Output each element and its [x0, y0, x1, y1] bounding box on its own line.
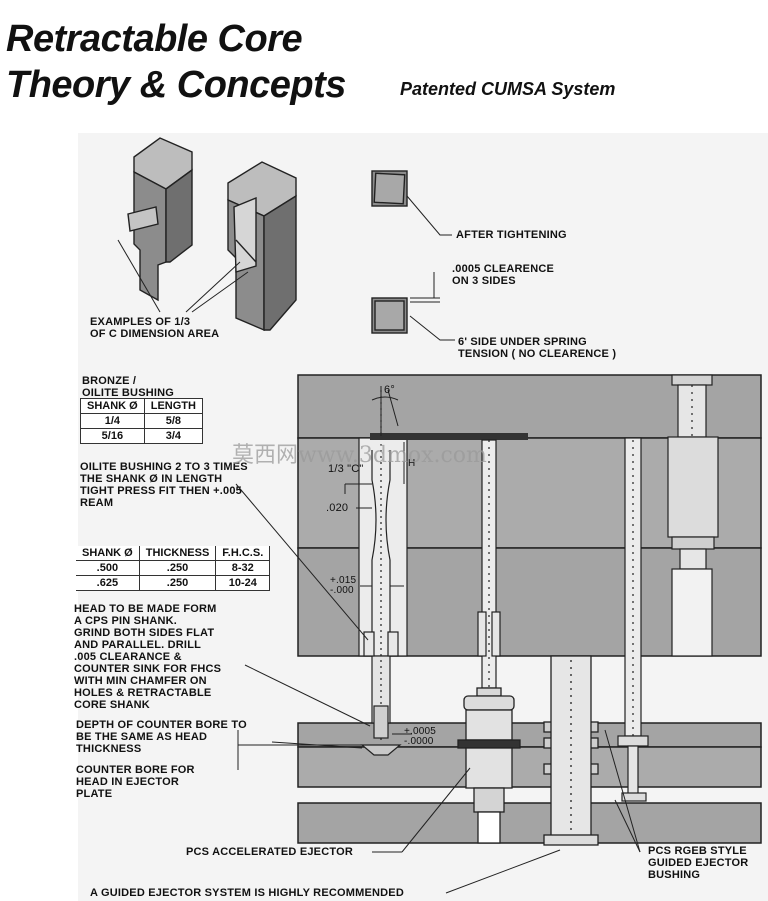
fhcs-table: SHANK Ø THICKNESS F.H.C.S. .500 .250 8-3… [76, 546, 271, 591]
right-ejector-pin [617, 437, 649, 802]
square-clearance [371, 272, 455, 341]
pcs-accelerated-label: PCS ACCELERATED EJECTOR [186, 846, 353, 858]
table-cell: .500 [76, 560, 140, 576]
dim-third-c: 1/3 "C" [328, 463, 364, 475]
table-cell: 5/16 [80, 428, 145, 444]
center-ejector-pin [477, 439, 501, 689]
square-after-tightening [371, 170, 452, 236]
bronze-bushing-label: BRONZE / OILITE BUSHING [82, 375, 175, 399]
retractable-core [360, 390, 402, 756]
table-cell: 8-32 [215, 560, 271, 576]
iso-example-2 [227, 161, 297, 332]
table-cell: .250 [139, 575, 217, 591]
pcs-rgeb-label: PCS RGEB STYLE GUIDED EJECTOR BUSHING [648, 845, 749, 881]
pcs-accelerated-ejector [457, 687, 521, 844]
bushing-header-shank: SHANK Ø [80, 398, 145, 414]
table-cell: 5/8 [143, 413, 203, 429]
table-cell: 10-24 [215, 575, 271, 591]
depth-note: DEPTH OF COUNTER BORE TO BE THE SAME AS … [76, 719, 247, 755]
core-bar [370, 433, 528, 440]
table-cell: .625 [76, 575, 140, 591]
bushing-table: SHANK Ø LENGTH 1/4 5/8 5/16 3/4 [80, 398, 203, 444]
subtitle: Patented CUMSA System [400, 79, 616, 99]
dim-angle: 6° [384, 384, 395, 396]
leader-lines [235, 483, 641, 894]
watermark: 莫西网www.3dmox.com [232, 443, 487, 468]
title-line-1: Retractable Core [6, 18, 303, 60]
recommend-label: A GUIDED EJECTOR SYSTEM IS HIGHLY RECOMM… [90, 887, 404, 899]
table-cell: .250 [139, 560, 217, 576]
guided-ejector-bushing [543, 655, 599, 846]
clearance-label: .0005 CLEARENCE ON 3 SIDES [452, 263, 555, 287]
core-cavity [358, 437, 408, 657]
table-cell: 1/4 [80, 413, 145, 429]
title-line-2: Theory & Concepts [6, 64, 346, 106]
fhcs-header-thickness: THICKNESS [139, 546, 217, 561]
examples-label: EXAMPLES OF 1/3 OF C DIMENSION AREA [90, 316, 220, 340]
shoulder-bolt [667, 374, 719, 657]
bushing-header-length: LENGTH [143, 398, 203, 414]
iso-example-1 [127, 137, 193, 302]
dim-0005-top: +.0005 [404, 726, 437, 737]
oilite-note: OILITE BUSHING 2 TO 3 TIMES THE SHANK Ø … [80, 461, 248, 509]
counter-bore-note: COUNTER BORE FOR HEAD IN EJECTOR PLATE [76, 764, 195, 800]
dim-015-bot: -.000 [330, 585, 354, 596]
fhcs-header-fhcs: F.H.C.S. [215, 546, 271, 561]
fhcs-header-shank: SHANK Ø [76, 546, 140, 561]
after-tightening-label: AFTER TIGHTENING [456, 229, 567, 241]
examples-leaders [117, 239, 249, 313]
dim-015-top: +.015 [330, 575, 357, 586]
table-cell: 3/4 [143, 428, 203, 444]
head-note: HEAD TO BE MADE FORM A CPS PIN SHANK. GR… [74, 603, 222, 711]
dim-0005-bot: -.0000 [404, 736, 434, 747]
dim-h: H [408, 458, 416, 469]
dim-020: .020 [326, 502, 349, 514]
side-under-spring-label: 6' SIDE UNDER SPRING TENSION ( NO CLEARE… [458, 336, 617, 360]
dimension-lines [237, 386, 412, 770]
